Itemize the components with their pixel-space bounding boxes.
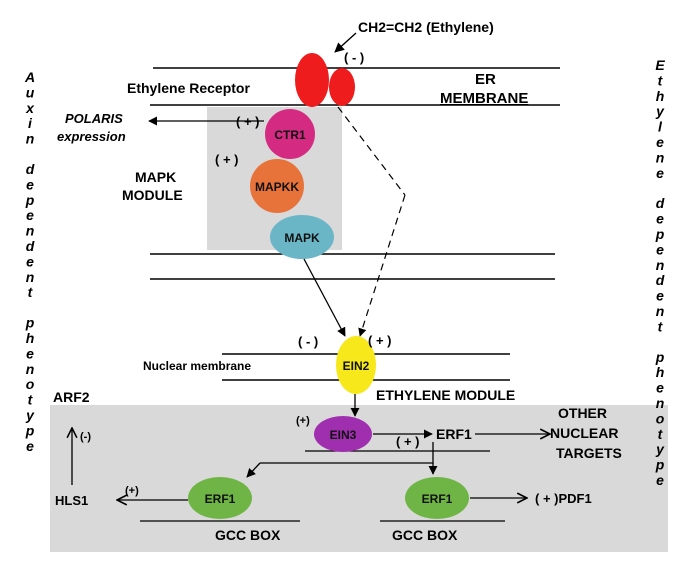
ethylene-receptor-large [295, 53, 329, 107]
mapk-label: MAPK [284, 231, 320, 245]
gcc-box-label-left: GCC BOX [215, 527, 281, 543]
erf1-node-left [188, 477, 252, 519]
nuclear-label: NUCLEAR [550, 425, 618, 441]
ethylene-receptor-label: Ethylene Receptor [127, 80, 250, 96]
mapk-node [270, 215, 334, 259]
nuclear-membrane-label: Nuclear membrane [143, 359, 251, 373]
dashed-path-1 [337, 106, 406, 196]
ein2-label: EIN2 [343, 359, 370, 373]
ctr1-pos-sign: ( + ) [236, 114, 259, 129]
other-label: OTHER [558, 405, 607, 421]
ein2-pos-sign: ( + ) [368, 333, 391, 348]
gcc-box-label-right: GCC BOX [392, 527, 458, 543]
module-label: MODULE [122, 187, 183, 203]
erf1-node-right [405, 477, 469, 519]
expression-label: expression [57, 129, 126, 144]
mapk-ein2-arrow [303, 258, 346, 337]
mapkk-pos-sign: ( + ) [215, 152, 238, 167]
er-label: ER [475, 71, 496, 88]
ethylene-ligand-label: CH2=CH2 (Ethylene) [358, 19, 494, 35]
mapk-module-label: MAPK [135, 169, 176, 185]
targets-label: TARGETS [556, 445, 622, 461]
hls1-label: HLS1 [55, 493, 88, 508]
ein2-neg-sign: ( - ) [298, 334, 318, 349]
dashed-path-2 [358, 194, 406, 337]
arf2-neg-sign: (-) [80, 431, 91, 443]
ein2-node [336, 336, 376, 394]
erf1-left-label: ERF1 [205, 492, 236, 506]
split-arrow-left [246, 462, 261, 478]
arf2-label: ARF2 [53, 389, 90, 405]
erf1-right-label: ERF1 [422, 492, 453, 506]
ethylene-module-label: ETHYLENE MODULE [376, 387, 515, 403]
receptor-neg-sign: ( - ) [344, 50, 364, 65]
ein3-label: EIN3 [330, 428, 357, 442]
ctr1-label: CTR1 [274, 128, 306, 142]
polaris-label: POLARIS [65, 111, 123, 126]
ein3-pos-sign: (+) [296, 415, 310, 427]
mapkk-node [250, 159, 304, 213]
mapkk-label: MAPKK [255, 180, 299, 194]
ctr1-node [265, 109, 315, 159]
pdf1-label: ( + )PDF1 [535, 491, 592, 506]
ethylene-receptor-small [329, 68, 355, 106]
erf1-text-label: ERF1 [436, 426, 472, 442]
erf1-pos-sign: ( + ) [396, 434, 419, 449]
ethylene-arrow [334, 32, 357, 53]
membrane-label: MEMBRANE [440, 90, 528, 107]
hls1-pos-sign: (+) [125, 485, 139, 497]
ein3-node [314, 416, 372, 452]
